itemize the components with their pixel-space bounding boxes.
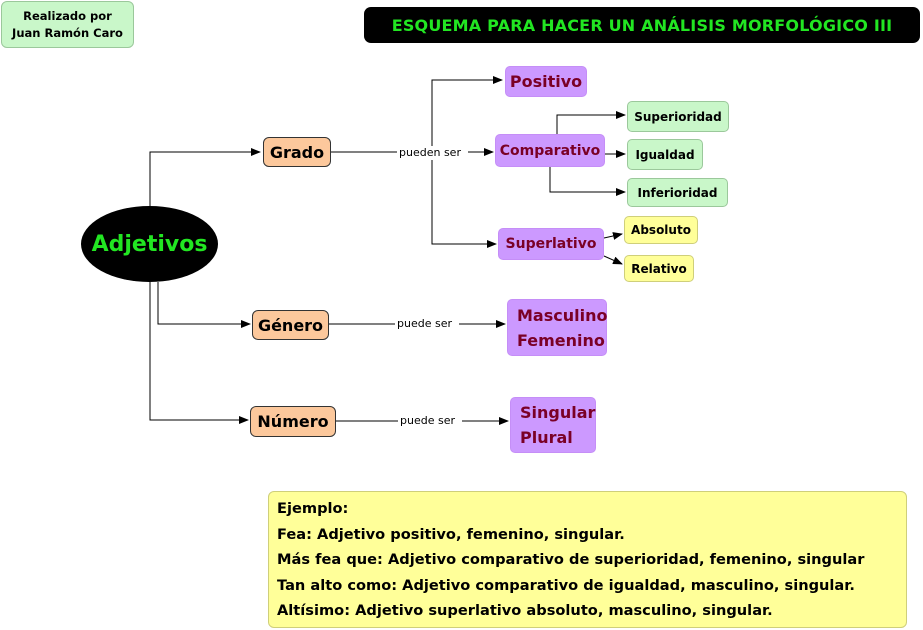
value-masculino: Masculino [517,305,608,325]
value-singular: Singular [520,403,596,422]
root-node-adjetivos: Adjetivos [81,206,218,282]
example-line-1: Fea: Adjetivo positivo, femenino, singul… [277,525,625,543]
example-line-4: Altísimo: Adjetivo superlativo absoluto,… [277,602,773,619]
node-grado: Grado [263,137,331,167]
node-genero: Género [252,310,329,340]
value-femenino: Femenino [517,330,605,350]
line-link-positivo [431,76,503,152]
line-sup-absoluto [603,232,623,240]
link-label-grado: pueden ser [397,146,463,160]
node-superioridad: Superioridad [627,101,729,132]
example-line-2: Más fea que: Adjetivo comparativo de sup… [277,551,865,568]
node-genero-values: Masculino Femenino [507,299,607,356]
page-title: ESQUEMA PARA HACER UN ANÁLISIS MORFOLÓGI… [364,7,920,43]
example-line-3: Tan alto como: Adjetivo comparativo de i… [277,576,855,594]
node-relativo: Relativo [624,255,694,282]
example-box: Ejemplo: Fea: Adjetivo positivo, femenin… [268,491,907,628]
line-root-grado [149,148,261,206]
line-comp-inferioridad [549,167,626,196]
node-positivo: Positivo [505,66,587,97]
author-line-1: Realizado por [23,8,112,23]
author-badge: Realizado por Juan Ramón Caro [1,1,134,48]
node-superlativo: Superlativo [498,228,604,260]
link-label-numero: puede ser [398,414,457,428]
node-absoluto: Absoluto [624,216,698,244]
author-line-2: Juan Ramón Caro [12,25,123,40]
node-comparativo: Comparativo [495,134,605,167]
line-root-genero [157,282,251,328]
example-heading: Ejemplo: [277,500,349,517]
node-igualdad: Igualdad [627,139,703,170]
line-comp-superioridad [556,111,626,134]
line-sup-relativo [603,255,623,265]
node-numero-values: Singular Plural [510,397,596,453]
link-label-genero: puede ser [395,317,454,331]
node-numero: Número [250,406,336,437]
node-inferioridad: Inferioridad [627,178,728,207]
line-link-superlativo [431,152,497,248]
value-plural: Plural [520,428,573,447]
line-root-numero [149,282,249,424]
